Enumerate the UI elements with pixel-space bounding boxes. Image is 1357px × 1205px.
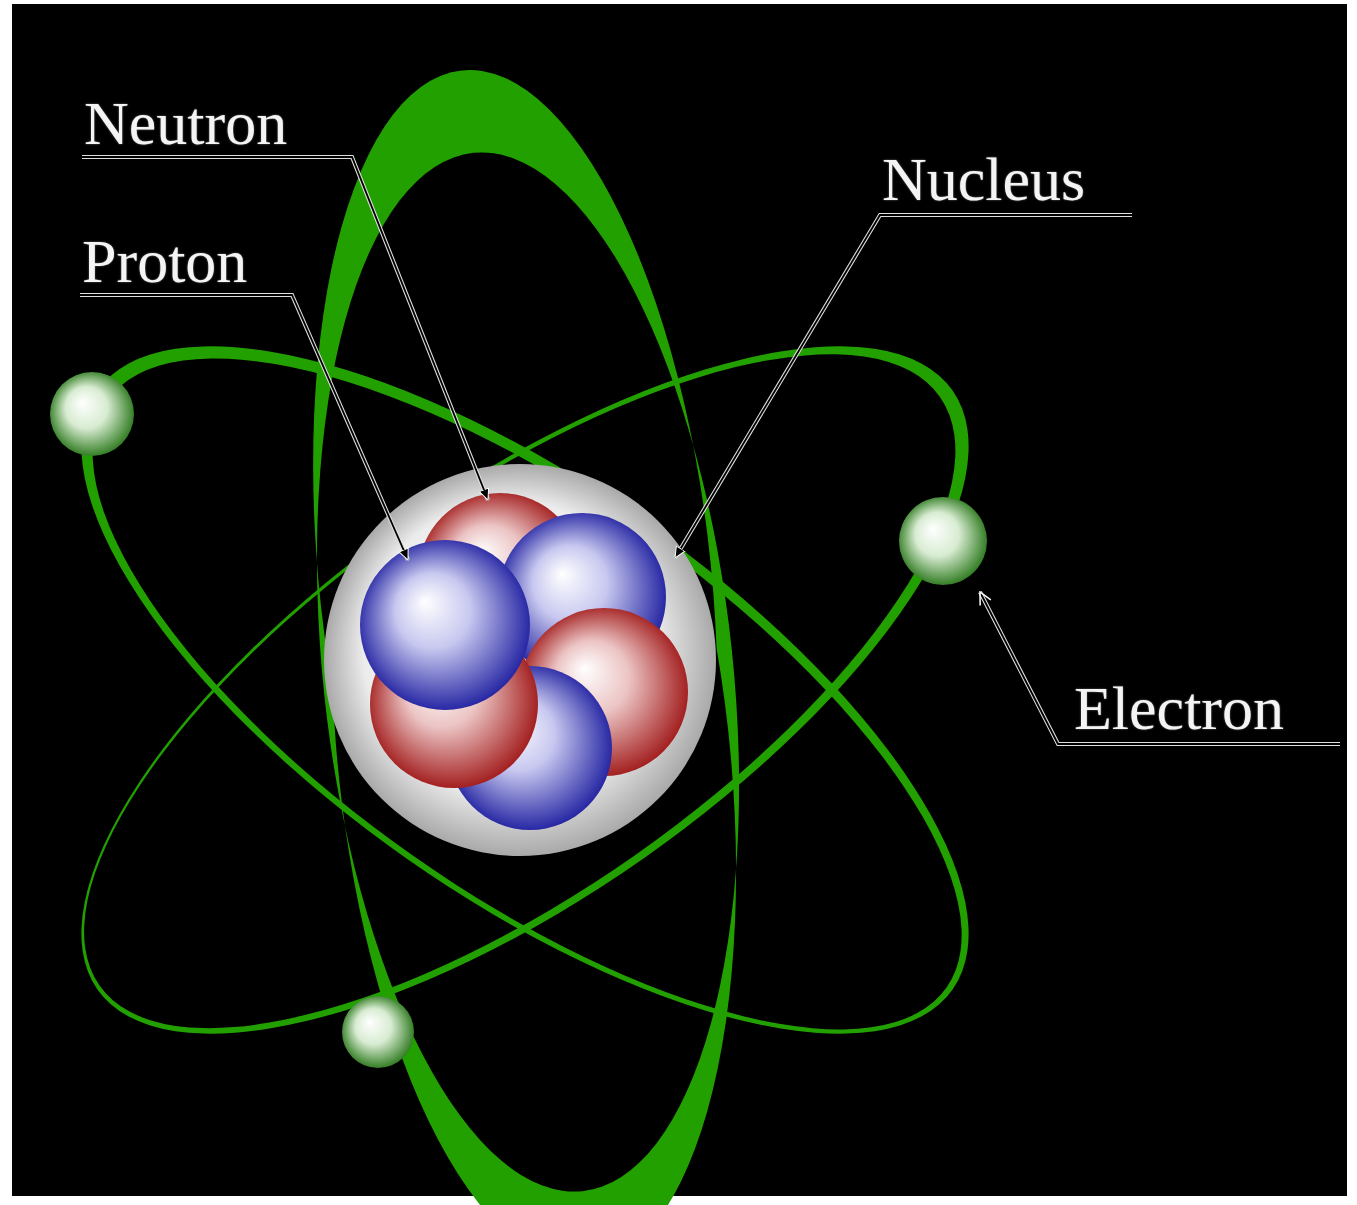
part-label: Nucleus	[882, 148, 1085, 210]
nucleus-sphere	[324, 464, 716, 856]
electron-ball	[50, 372, 134, 456]
part-label: Electron	[1074, 677, 1284, 739]
proton-ball	[360, 540, 530, 710]
electron-ball	[899, 497, 987, 585]
leader-line	[80, 295, 408, 560]
leader-line-outline	[82, 157, 488, 500]
orbit	[0, 222, 1071, 1158]
leader-line-outline	[980, 592, 1340, 744]
electron-ball	[342, 996, 414, 1068]
leader-line	[980, 592, 1340, 744]
leader-line-outline	[80, 295, 408, 560]
leader-line	[82, 157, 488, 500]
part-label: Proton	[82, 230, 247, 292]
leader-line	[675, 215, 1132, 558]
orbit	[0, 222, 1071, 1158]
leader-line-outline	[675, 215, 1132, 558]
part-label: Neutron	[84, 92, 287, 154]
background	[12, 4, 1347, 1196]
orbits	[0, 49, 1071, 1205]
orbit	[261, 49, 794, 1205]
leader-lines	[80, 157, 1340, 744]
